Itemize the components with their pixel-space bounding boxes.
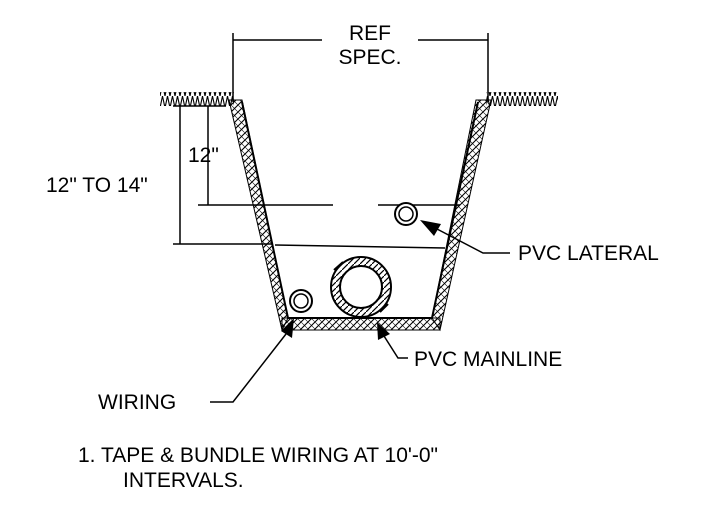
wiring-leader — [210, 333, 287, 403]
ground-surface-right — [486, 92, 558, 106]
ref-spec-label-line2: SPEC. — [338, 46, 401, 69]
note-1: 1. TAPE & BUNDLE WIRING AT 10'-0" — [78, 444, 439, 467]
ref-spec-label-line1: REF — [349, 22, 391, 45]
ground-surface-left — [160, 92, 234, 106]
trench-wall-right — [431, 99, 492, 332]
mainline-top-line — [274, 244, 446, 249]
wiring-arrowhead — [281, 318, 294, 338]
pvc-mainline-leader — [383, 335, 408, 359]
pvc-lateral-label: PVC LATERAL — [518, 242, 659, 265]
trench-floor — [281, 317, 441, 331]
pvc-mainline-arrowhead — [377, 322, 390, 340]
pvc-mainline-pipe — [330, 256, 392, 318]
pvc-mainline-label: PVC MAINLINE — [414, 348, 562, 371]
mainline-depth-label: 12" TO 14" — [46, 174, 148, 197]
wiring-label: WIRING — [98, 391, 176, 414]
pvc-lateral-leader — [436, 228, 510, 254]
lateral-depth-label: 12" — [188, 144, 219, 167]
note-1-continuation: INTERVALS. — [123, 469, 244, 492]
pvc-lateral-arrowhead — [420, 220, 441, 236]
trench-outline — [241, 101, 479, 319]
wiring-conduit-inner — [293, 293, 309, 309]
trench-wall-left — [228, 99, 289, 332]
pvc-lateral-pipe-inner — [398, 206, 414, 222]
